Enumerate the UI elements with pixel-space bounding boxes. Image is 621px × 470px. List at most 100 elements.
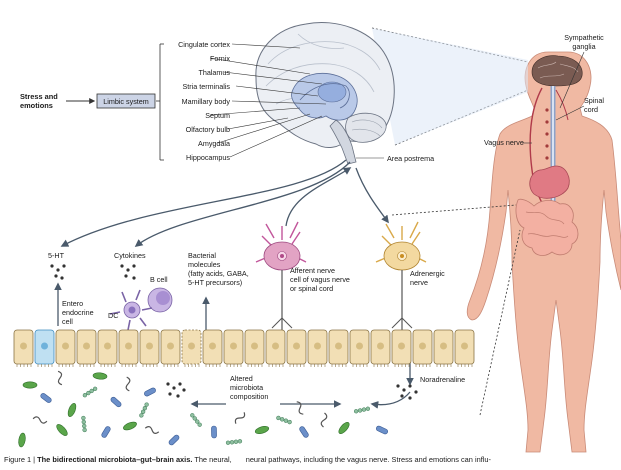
caption-prefix: Figure 1 | — [4, 455, 38, 464]
bacterium-spiral — [296, 401, 304, 415]
ht-label: 5-HT — [48, 251, 65, 260]
bacterium-rod — [254, 426, 270, 434]
projection-cone — [372, 28, 528, 145]
bacterium-coccus — [357, 408, 363, 413]
bacterium-chain — [276, 415, 292, 425]
cell-nucleus — [419, 342, 426, 350]
stomach — [529, 165, 570, 199]
regions-bracket — [156, 43, 164, 161]
bacterium-chain — [190, 413, 202, 427]
bacterium-coccus — [365, 406, 371, 411]
caption-title: The bidirectional microbiota–gut–brain a… — [37, 455, 193, 464]
stress-label-2: emotions — [20, 101, 53, 110]
bacterium-coccus — [233, 439, 239, 444]
bacterium-spiral — [320, 412, 328, 428]
cell-nucleus — [251, 342, 258, 350]
cell-nucleus — [167, 342, 174, 350]
bacterium-bacillus — [144, 387, 156, 397]
bacterium-coccus — [139, 413, 144, 418]
bacterium-spiral — [125, 376, 131, 392]
bacterium-rod — [67, 403, 77, 417]
bacterium-bacillus — [376, 425, 388, 435]
gut-microbiota — [18, 370, 388, 448]
bacterium-coccus — [237, 439, 243, 444]
bacterial-label-3: (fatty acids, GABA, — [188, 269, 249, 278]
cell-nucleus — [104, 342, 111, 350]
sympathetic-label-1: Sympathetic — [564, 33, 604, 42]
bacterium-rod — [92, 372, 108, 380]
bacterium-coccus — [229, 440, 235, 445]
bacterium-chain — [353, 406, 371, 414]
limbic-system-box — [96, 93, 156, 109]
bacterium-spiral — [32, 416, 48, 424]
bacterium-chain — [82, 386, 98, 398]
entero-label-3: cell — [62, 317, 73, 326]
region-olfactory-bulb: Olfactory bulb — [186, 125, 230, 134]
adrenergic-label-1: Adrenergic — [410, 269, 445, 278]
labels: Stress and emotions Limbic system Cingul… — [20, 33, 604, 401]
adrenergic-neuron — [375, 221, 427, 330]
caption-text-2: neural pathways, including the vagus ner… — [245, 455, 491, 464]
bacterial-label-2: molecules — [188, 260, 221, 269]
bacterium-rod — [22, 381, 38, 389]
stress-label-1: Stress and — [20, 92, 58, 101]
bacterium-coccus — [81, 419, 86, 425]
bacterium-bacillus — [211, 425, 217, 439]
bacterium-spiral — [234, 412, 246, 424]
bacterium-coccus — [82, 393, 88, 398]
bacterium-coccus — [287, 419, 292, 425]
figure-caption: Figure 1 | The bidirectional microbiota–… — [4, 455, 619, 468]
vagus-nerve-label: Vagus nerve — [484, 138, 524, 147]
entero-label-2: endocrine — [62, 308, 94, 317]
cell-nucleus — [377, 342, 384, 350]
bacterium-chain — [139, 402, 149, 418]
cell-nucleus — [461, 342, 468, 350]
bacterial-label-1: Bacterial — [188, 251, 216, 260]
arrow-nor-to-bacteria — [370, 391, 411, 409]
cerebellum — [345, 112, 387, 143]
dendritic-cell — [109, 289, 153, 331]
cell-nucleus — [440, 342, 447, 350]
spinal-label-1: Spinal — [584, 96, 604, 105]
bacterium-coccus — [361, 407, 367, 412]
cell-nucleus — [398, 342, 405, 350]
altered-label-3: composition — [230, 392, 268, 401]
pathway-arrows — [54, 159, 414, 409]
afferent-label-2: cell of vagus nerve — [290, 275, 350, 284]
bacterium-coccus — [225, 440, 231, 445]
cell-nucleus — [230, 342, 237, 350]
bacterium-bacillus — [299, 426, 309, 438]
afferent-neuron — [255, 221, 307, 330]
cell-nucleus — [125, 342, 132, 350]
bacterium-chain — [225, 439, 243, 445]
molecule-dots — [50, 264, 418, 400]
intestines — [515, 198, 579, 256]
afferent-label-1: Afferent nerve — [290, 266, 335, 275]
cell-nucleus — [314, 342, 321, 350]
region-amygdala: Amygdala — [198, 139, 230, 148]
bacterium-coccus — [353, 409, 359, 414]
gut-epithelium — [13, 329, 475, 367]
bacterium-bacillus — [40, 393, 52, 403]
cell-nucleus — [293, 342, 300, 350]
bacterial-label-4: 5-HT precursors) — [188, 278, 242, 287]
bacterium-spiral — [57, 370, 63, 386]
entero-label-1: Entero — [62, 299, 83, 308]
bacterium-coccus — [81, 415, 86, 421]
bacterium-bacillus — [101, 426, 111, 438]
dc-label: DC — [108, 311, 118, 320]
limbic-system-label: Limbic system — [103, 97, 149, 106]
region-cingulate-cortex: Cingulate cortex — [178, 40, 230, 49]
region-thalamus: Thalamus — [198, 68, 230, 77]
cytokines-label: Cytokines — [114, 251, 146, 260]
bacterium-coccus — [82, 423, 87, 429]
cell-nucleus — [272, 342, 279, 350]
altered-label-1: Altered — [230, 374, 253, 383]
bacterium-rod — [18, 432, 26, 448]
bacterium-coccus — [197, 422, 202, 427]
arrow-to-adrenergic — [355, 167, 389, 224]
adrenergic-label-2: nerve — [410, 278, 428, 287]
b-cell — [147, 287, 173, 313]
bacterium-bacillus — [168, 434, 180, 446]
